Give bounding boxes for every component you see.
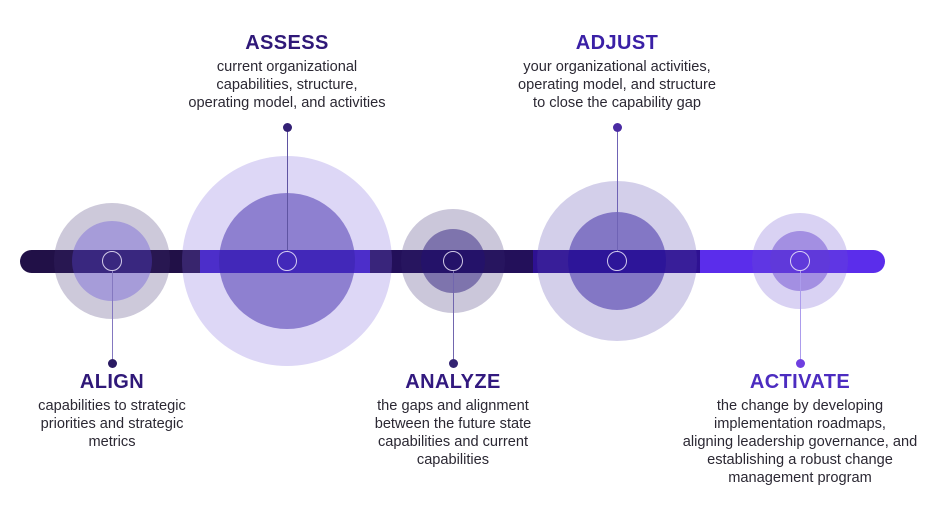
adjust-label-block: ADJUST your organizational activities, o…: [467, 31, 767, 112]
assess-label-block: ASSESS current organizational capabiliti…: [137, 31, 437, 112]
analyze-connector-dot: [448, 358, 458, 368]
assess-connector-line: [287, 131, 288, 251]
activate-connector-dot: [795, 358, 805, 368]
assess-center-ring: [277, 251, 297, 271]
adjust-connector-dot: [612, 122, 622, 132]
align-connector-line: [112, 271, 113, 359]
align-connector-dot: [107, 358, 117, 368]
activate-title: ACTIVATE: [749, 371, 851, 393]
adjust-title: ADJUST: [575, 32, 659, 54]
activate-description: the change by developing implementation …: [682, 398, 918, 486]
analyze-center-ring: [443, 251, 463, 271]
adjust-description: your organizational activities, operatin…: [518, 59, 716, 111]
activate-center-ring: [790, 251, 810, 271]
assess-title: ASSESS: [245, 32, 329, 54]
align-label-block: ALIGN capabilities to strategic prioriti…: [0, 370, 262, 451]
analyze-description: the gaps and alignment between the futur…: [374, 398, 532, 468]
activate-connector-line: [800, 271, 801, 359]
adjust-center-ring: [607, 251, 627, 271]
align-title: ALIGN: [79, 371, 145, 393]
assess-description: current organizational capabilities, str…: [188, 59, 386, 111]
activate-label-block: ACTIVATE the change by developing implem…: [650, 370, 937, 487]
analyze-title: ANALYZE: [405, 371, 501, 393]
analyze-connector-line: [453, 271, 454, 359]
analyze-label-block: ANALYZE the gaps and alignment between t…: [303, 370, 603, 469]
adjust-connector-line: [617, 131, 618, 251]
align-description: capabilities to strategic priorities and…: [38, 398, 186, 450]
assess-connector-dot: [282, 122, 292, 132]
align-center-ring: [102, 251, 122, 271]
